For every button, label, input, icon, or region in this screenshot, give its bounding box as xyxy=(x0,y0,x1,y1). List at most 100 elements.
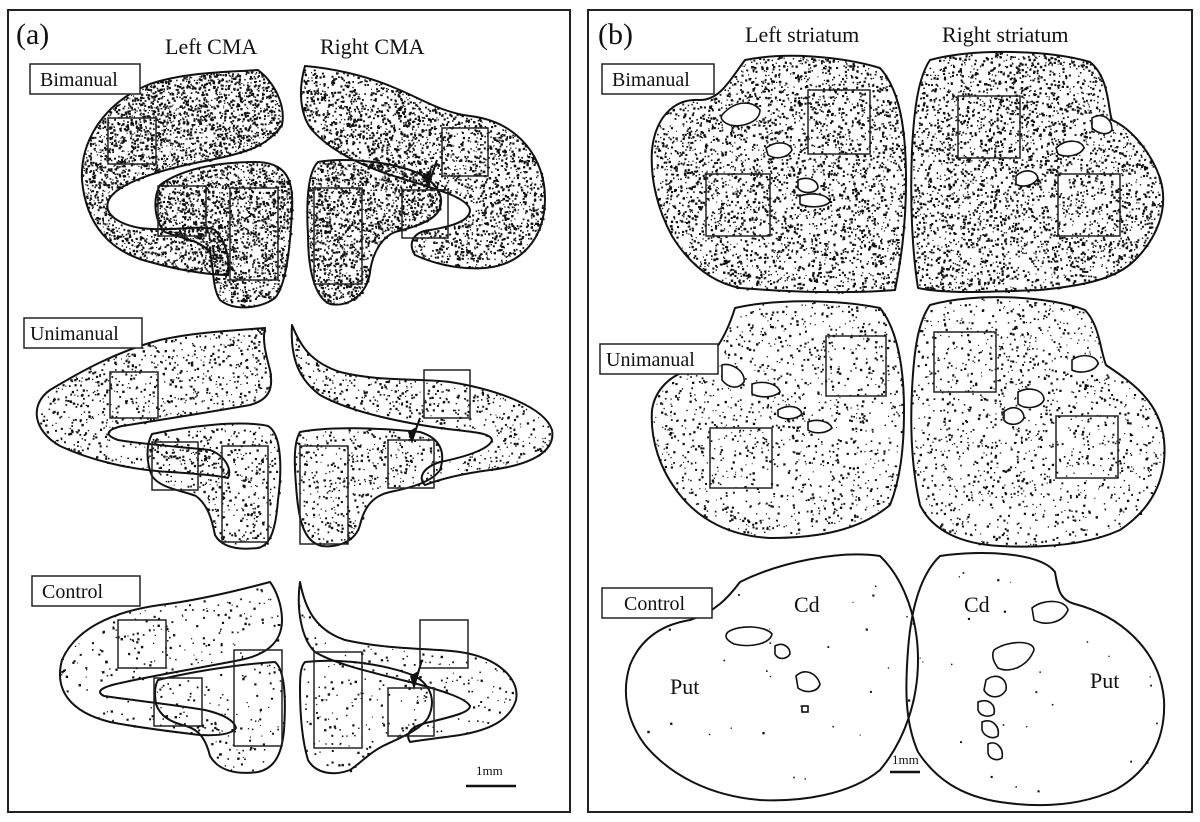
panel-b-letter: (b) xyxy=(598,18,633,51)
striatum-lumen xyxy=(765,142,793,159)
cma-control-section xyxy=(59,581,518,775)
panel-a-left-header: Left CMA xyxy=(165,34,257,59)
striatum-lumen xyxy=(1015,170,1039,187)
arrow-marker xyxy=(424,168,432,190)
striatum-lumen xyxy=(977,699,996,717)
arrow-line xyxy=(411,417,421,441)
caudate-label-right: Cd xyxy=(964,592,990,617)
roi-box xyxy=(117,619,167,669)
panel-b-row-label-bimanual: Bimanual xyxy=(612,69,690,91)
panel-b-scale-label: 1mm xyxy=(892,752,919,767)
roi-box xyxy=(441,127,489,177)
striatum-lumen xyxy=(807,419,833,434)
striatum-left-unimanual xyxy=(650,300,905,539)
row-label-box xyxy=(599,343,719,375)
arrow-line xyxy=(413,659,423,687)
panel-a-right-header: Right CMA xyxy=(320,34,425,59)
roi-box xyxy=(107,117,157,165)
cma-right-upper-bank xyxy=(300,65,546,270)
panel-a-row-label-bimanual: Bimanual xyxy=(40,69,118,91)
putamen-label-right: Put xyxy=(1090,668,1119,693)
roi-box xyxy=(709,427,773,489)
cma-left-upper-bank xyxy=(35,327,273,479)
roi-box xyxy=(233,649,283,747)
arrow-line xyxy=(427,159,438,187)
cma-left-lower-bank xyxy=(153,661,286,774)
striatum-lumen xyxy=(1071,354,1099,373)
striatum-right-bimanual xyxy=(910,50,1165,293)
striatum-lumen xyxy=(1003,406,1025,426)
roi-box xyxy=(153,677,203,727)
cma-right-upper-bank xyxy=(297,581,518,743)
striatum-lumen xyxy=(801,705,809,713)
striatum-left-bimanual xyxy=(650,54,907,294)
roi-box xyxy=(109,371,159,419)
cma-left-upper-bank xyxy=(59,581,283,737)
striatum-right-control xyxy=(905,552,1166,807)
striatum-lumen xyxy=(797,177,819,194)
roi-box xyxy=(387,687,435,737)
roi-box xyxy=(221,445,269,543)
panel-b-row-label-unimanual: Unimanual xyxy=(606,349,695,371)
roi-box xyxy=(313,651,363,749)
panel-a-labeled-cells xyxy=(40,69,551,773)
panel-a-scale-label: 1mm xyxy=(476,763,503,778)
roi-box xyxy=(957,95,1021,159)
roi-box xyxy=(157,185,207,237)
cma-bimanual-section xyxy=(80,65,546,309)
striatum-lumen xyxy=(1055,140,1085,157)
panel-a-row-label-unimanual: Unimanual xyxy=(30,323,119,345)
striatum-lumen xyxy=(795,671,821,693)
panel-a-letter: (a) xyxy=(16,18,49,51)
striatum-lumen xyxy=(981,720,1000,739)
panel-a: (a) Left CMA Right CMA Bimanual Unimanua… xyxy=(16,18,554,788)
roi-box xyxy=(1057,173,1121,237)
cma-right-upper-bank xyxy=(290,324,554,486)
roi-box xyxy=(419,619,469,669)
roi-box xyxy=(933,331,997,393)
striatum-lumen xyxy=(725,626,773,647)
striatum-lumen xyxy=(1017,388,1045,409)
roi-box xyxy=(299,445,349,545)
striatum-lumen xyxy=(777,405,803,420)
row-label-box xyxy=(601,63,715,95)
panel-a-row-label-control: Control xyxy=(42,581,104,603)
striatum-lumen xyxy=(799,193,831,208)
striatum-lumen xyxy=(720,102,761,127)
striatum-lumen xyxy=(992,641,1035,671)
cma-right-lower-bank xyxy=(293,427,444,548)
striatum-lumen xyxy=(1091,114,1113,135)
striatum-left-control xyxy=(624,553,919,802)
striatum-lumen xyxy=(774,643,791,660)
striatum-lumen xyxy=(1031,600,1069,624)
row-label-box xyxy=(31,575,141,607)
panel-b-right-header: Right striatum xyxy=(942,22,1069,47)
striatum-lumen xyxy=(721,363,745,388)
roi-box xyxy=(401,189,449,239)
roi-box xyxy=(1055,415,1119,479)
cma-left-lower-bank xyxy=(146,422,282,550)
striatum-lumen xyxy=(987,742,1004,761)
cma-left-upper-bank xyxy=(80,69,284,276)
striatum-right-unimanual xyxy=(910,296,1166,548)
roi-box xyxy=(151,441,199,491)
panel-b-left-header: Left striatum xyxy=(745,22,859,47)
roi-box xyxy=(807,89,871,155)
striatum-lumen xyxy=(751,381,781,398)
panel-b: (b) Left striatum Right striatum Bimanua… xyxy=(598,18,1166,807)
row-label-box xyxy=(29,63,141,95)
panel-b-frame xyxy=(587,9,1193,813)
cma-unimanual-section xyxy=(35,324,554,550)
striatum-lumen xyxy=(983,675,1007,698)
roi-box xyxy=(705,173,771,237)
row-label-box xyxy=(601,587,713,619)
roi-box xyxy=(229,187,279,281)
roi-box xyxy=(825,335,887,397)
putamen-label-left: Put xyxy=(670,674,699,699)
roi-box xyxy=(313,187,363,285)
panel-b-row-label-control: Control xyxy=(624,593,686,615)
roi-box xyxy=(423,369,471,419)
panel-a-frame xyxy=(7,9,571,813)
caudate-label-left: Cd xyxy=(794,592,820,617)
